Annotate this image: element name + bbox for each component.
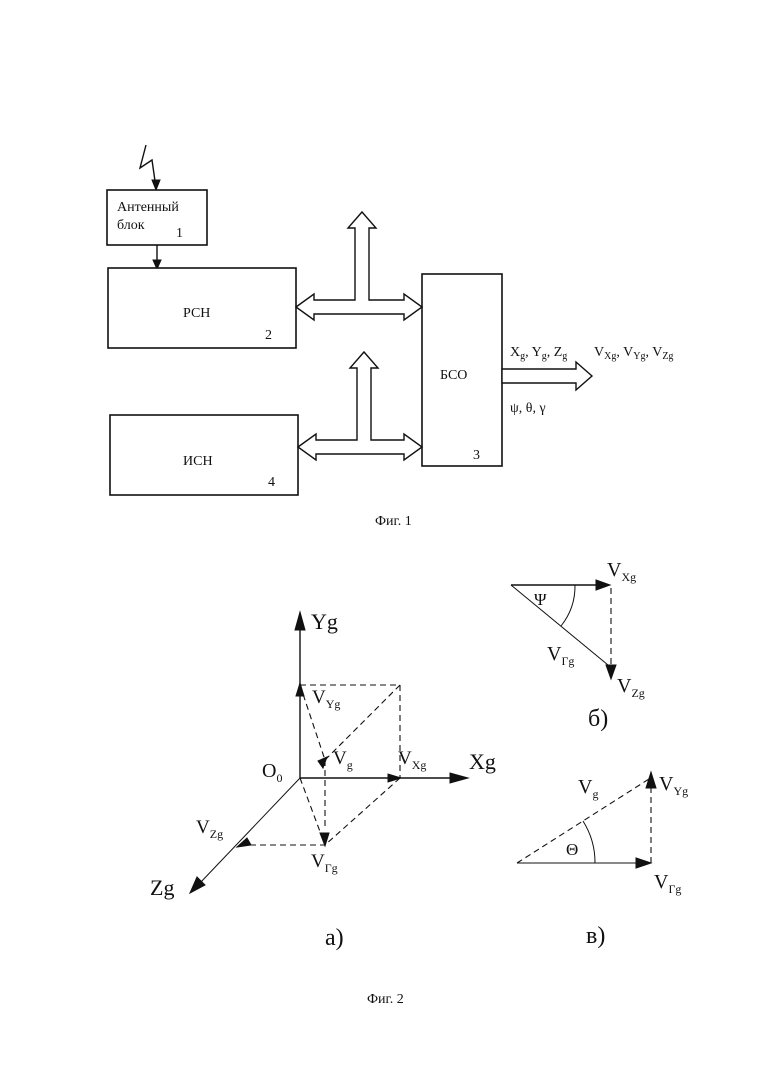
vz-label: VZg (196, 817, 223, 841)
psi-angle-label: Ψ (534, 590, 547, 609)
rsn-block: РСН 2 (108, 268, 296, 348)
psi-angle-arc (561, 585, 575, 626)
antenna-block-label-line1: Антенный (117, 200, 179, 215)
axis-z-label: Zg (150, 875, 174, 900)
rsn-block-number: 2 (265, 328, 272, 343)
antenna-block-number: 1 (176, 226, 183, 241)
figure-2a-label: а) (325, 925, 344, 951)
figure-1-block-diagram: Антенный блок 1 РСН 2 ИСН 4 БСО 3 (107, 145, 673, 529)
rsn-block-label: РСН (183, 306, 210, 321)
bso-block-label: БСО (440, 368, 467, 383)
vg-label: Vg (333, 748, 353, 772)
isn-block-label: ИСН (183, 454, 213, 469)
radio-signal-icon (140, 145, 160, 190)
figure-2b-label: б) (588, 706, 608, 732)
figure-2c-label: в) (586, 923, 605, 949)
figure-2c-pitch-triangle: Θ Vg VYg VГg в) (517, 772, 688, 949)
axis-x-label: Xg (469, 749, 496, 774)
theta-angle-label: Θ (566, 840, 578, 859)
vz-label-b: VZg (617, 675, 645, 700)
vr-label-c: VГg (654, 871, 681, 896)
origin-label: O0 (262, 760, 282, 785)
antenna-block-label-line2: блок (117, 218, 145, 233)
vr-arrowhead-c (636, 858, 651, 868)
figure-1-caption: Фиг. 1 (375, 514, 412, 529)
output-position-label: Xg, Yg, Zg (510, 345, 567, 362)
vg-arrowhead (318, 757, 327, 768)
vx-arrowhead (388, 774, 401, 782)
isn-block-number: 4 (268, 475, 275, 490)
output-velocity-label: VXg, VYg, VZg (594, 345, 673, 362)
output-angles-label: ψ, θ, γ (510, 401, 546, 416)
vx-label-b: VXg (607, 559, 636, 584)
bso-block: БСО 3 (422, 274, 502, 466)
vr-arrowhead (320, 833, 329, 846)
figure-2a-coordinate-frame: Yg Xg Zg O0 VYg Vg VXg VZg VГg а) (150, 609, 496, 951)
vx-label: VXg (398, 748, 426, 772)
vg-label-c: Vg (578, 776, 598, 801)
figure-2-caption: Фиг. 2 (367, 992, 404, 1007)
isn-block: ИСН 4 (110, 415, 298, 495)
antenna-block: Антенный блок 1 (107, 190, 207, 245)
axis-x-arrowhead (450, 773, 468, 783)
bso-output-arrow (502, 362, 592, 390)
vr-label: VГg (311, 851, 338, 875)
axis-y-label: Yg (311, 609, 338, 634)
axis-y-arrowhead (295, 612, 305, 630)
isn-bso-bus-arrow (298, 352, 422, 460)
vy-label-c: VYg (659, 773, 688, 798)
theta-angle-arc (583, 821, 595, 863)
figure-2b-heading-triangle: Ψ VXg VГg VZg б) (511, 559, 645, 732)
vz-arrowhead-b (606, 665, 616, 679)
rsn-bso-bus-arrow (296, 212, 422, 320)
bso-block-number: 3 (473, 448, 480, 463)
vy-label: VYg (312, 687, 340, 711)
vr-label-b: VГg (547, 643, 574, 668)
vx-arrowhead-b (596, 580, 610, 590)
antenna-to-rsn-arrow (153, 245, 161, 269)
